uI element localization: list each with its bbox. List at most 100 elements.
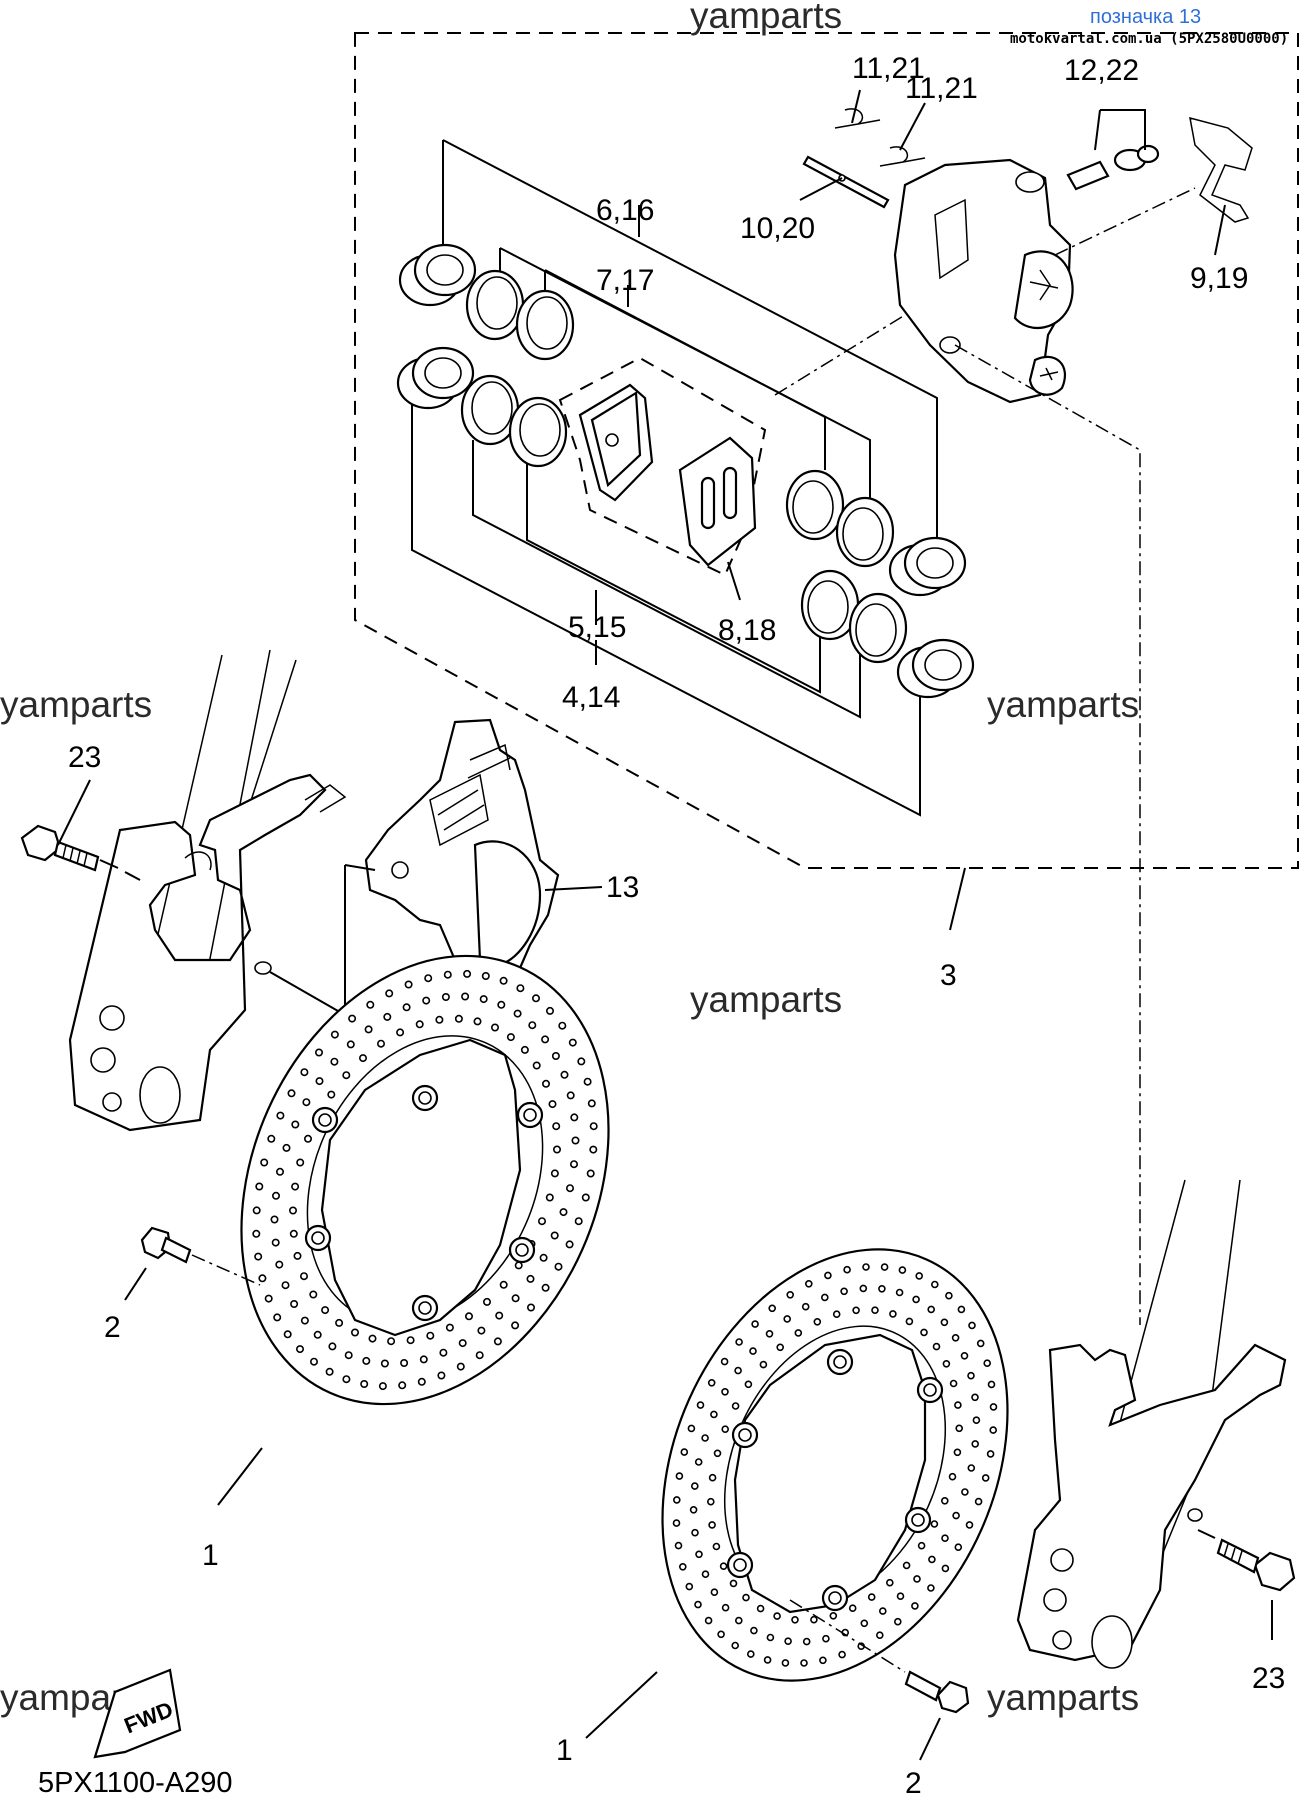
callout-3[interactable]: 3 — [940, 959, 957, 992]
disc-mount-hole — [923, 1383, 937, 1397]
disc-drill-hole — [852, 1306, 860, 1315]
disc-drill-hole — [275, 1260, 284, 1269]
disc-drill-hole — [942, 1360, 951, 1368]
disc-drill-hole — [961, 1488, 969, 1496]
disc-drill-hole — [325, 1367, 334, 1376]
pad-pin — [802, 155, 890, 209]
callout-1-left[interactable]: 1 — [202, 1539, 219, 1572]
disc-drill-hole — [342, 1375, 351, 1384]
callout-5-15[interactable]: 5,15 — [568, 611, 626, 644]
callout-11-21-a[interactable]: 11,21 — [852, 52, 925, 85]
piston-right-upper — [888, 536, 967, 597]
callout-9-19[interactable]: 9,19 — [1190, 262, 1248, 295]
disc-drill-hole — [765, 1330, 774, 1338]
disc-drill-hole — [672, 1496, 681, 1504]
disc-drill-hole — [927, 1305, 936, 1314]
disc-drill-hole — [832, 1310, 841, 1318]
pad-spring — [1189, 116, 1253, 223]
brake-disc-right[interactable] — [597, 1194, 1072, 1735]
callout-12-22[interactable]: 12,22 — [1064, 54, 1139, 87]
watermark-left: yamparts — [0, 684, 152, 725]
disc-drill-hole — [273, 1313, 282, 1322]
disc-drill-hole — [721, 1388, 729, 1396]
disc-drill-hole — [551, 1052, 560, 1061]
disc-drill-hole — [896, 1592, 905, 1600]
disc-drill-hole — [952, 1511, 960, 1520]
callout-4-14[interactable]: 4,14 — [562, 681, 620, 714]
disc-drill-hole — [960, 1352, 969, 1360]
header-site[interactable]: motokvartal.com.ua (5PX2580U0000) — [1010, 31, 1288, 47]
disc-drill-hole — [589, 1145, 598, 1154]
disc-drill-hole — [941, 1534, 949, 1542]
callout-6-16[interactable]: 6,16 — [596, 194, 654, 227]
disc-drill-hole — [417, 1377, 426, 1386]
disc-drill-hole — [840, 1287, 848, 1296]
disc-drill-hole — [568, 1038, 577, 1047]
disc-drill-hole — [293, 1251, 302, 1260]
disc-drill-hole — [867, 1593, 876, 1601]
disc-drill-hole — [707, 1379, 716, 1387]
disc-drill-hole — [720, 1357, 729, 1366]
disc-drill-hole — [506, 1033, 515, 1042]
disc-drill-hole — [346, 1040, 355, 1049]
disc-drill-hole — [475, 1351, 484, 1360]
callout-10-20[interactable]: 10,20 — [740, 212, 815, 245]
disc-drill-hole — [309, 1290, 318, 1299]
disc-drill-hole — [291, 1120, 300, 1129]
disc-drill-hole — [701, 1434, 709, 1442]
disc-drill-hole — [713, 1449, 722, 1458]
callout-1-right[interactable]: 1 — [556, 1734, 573, 1767]
disc-drill-hole — [951, 1334, 960, 1342]
disc-drill-hole — [712, 1542, 721, 1551]
callout-7-17[interactable]: 7,17 — [596, 264, 654, 297]
disc-drill-hole — [678, 1563, 687, 1571]
disc-drill-hole — [746, 1650, 755, 1658]
disc-drill-hole — [766, 1633, 775, 1642]
disc-drill-hole — [495, 1311, 504, 1320]
disc-bolt-right — [789, 1599, 970, 1714]
callout-23-right[interactable]: 23 — [1252, 1662, 1285, 1695]
disc-drill-hole — [694, 1600, 702, 1609]
disc-drill-hole — [299, 1272, 308, 1281]
disc-drill-hole — [514, 1261, 523, 1270]
brake-disc-left[interactable] — [173, 897, 677, 1463]
disc-drill-hole — [972, 1416, 981, 1424]
disc-drill-hole — [539, 1253, 548, 1262]
disc-drill-hole — [426, 1331, 435, 1340]
callout-11-21-b[interactable]: 11,21 — [905, 72, 978, 105]
piston-left-upper — [398, 243, 477, 307]
disc-drill-hole — [541, 1035, 550, 1044]
disc-drill-hole — [362, 1356, 371, 1365]
disc-drill-hole — [838, 1650, 846, 1659]
disc-drill-hole — [443, 970, 452, 979]
disc-drill-hole — [895, 1288, 904, 1297]
disc-drill-hole — [552, 1145, 561, 1154]
disc-drill-hole — [731, 1402, 740, 1410]
callout-2-right[interactable]: 2 — [905, 1767, 922, 1800]
disc-drill-hole — [981, 1474, 990, 1482]
disc-drill-hole — [913, 1575, 921, 1583]
disc-mount-hole — [418, 1301, 432, 1315]
disc-drill-hole — [415, 1020, 424, 1029]
disc-drill-hole — [526, 1274, 535, 1283]
disc-drill-hole — [680, 1448, 689, 1456]
piston-right-lower — [896, 638, 975, 699]
callout-13[interactable]: 13 — [606, 871, 639, 904]
disc-drill-hole — [885, 1578, 894, 1587]
disc-drill-hole — [930, 1280, 939, 1289]
disc-drill-hole — [291, 1182, 300, 1191]
disc-drill-hole — [499, 1280, 508, 1289]
callout-23-left[interactable]: 23 — [68, 741, 101, 774]
callout-2-left[interactable]: 2 — [104, 1311, 121, 1344]
brake-pad-a — [578, 383, 654, 502]
disc-mount-hole — [418, 1091, 432, 1105]
disc-drill-hole — [734, 1366, 742, 1375]
disc-drill-hole — [848, 1604, 857, 1612]
header-badge[interactable]: позначка 13 — [1090, 6, 1201, 28]
callout-8-18[interactable]: 8,18 — [718, 614, 776, 647]
disc-drill-hole — [813, 1318, 822, 1326]
disc-drill-hole — [878, 1285, 886, 1293]
disc-drill-hole — [545, 1193, 554, 1202]
disc-drill-hole — [940, 1497, 949, 1505]
